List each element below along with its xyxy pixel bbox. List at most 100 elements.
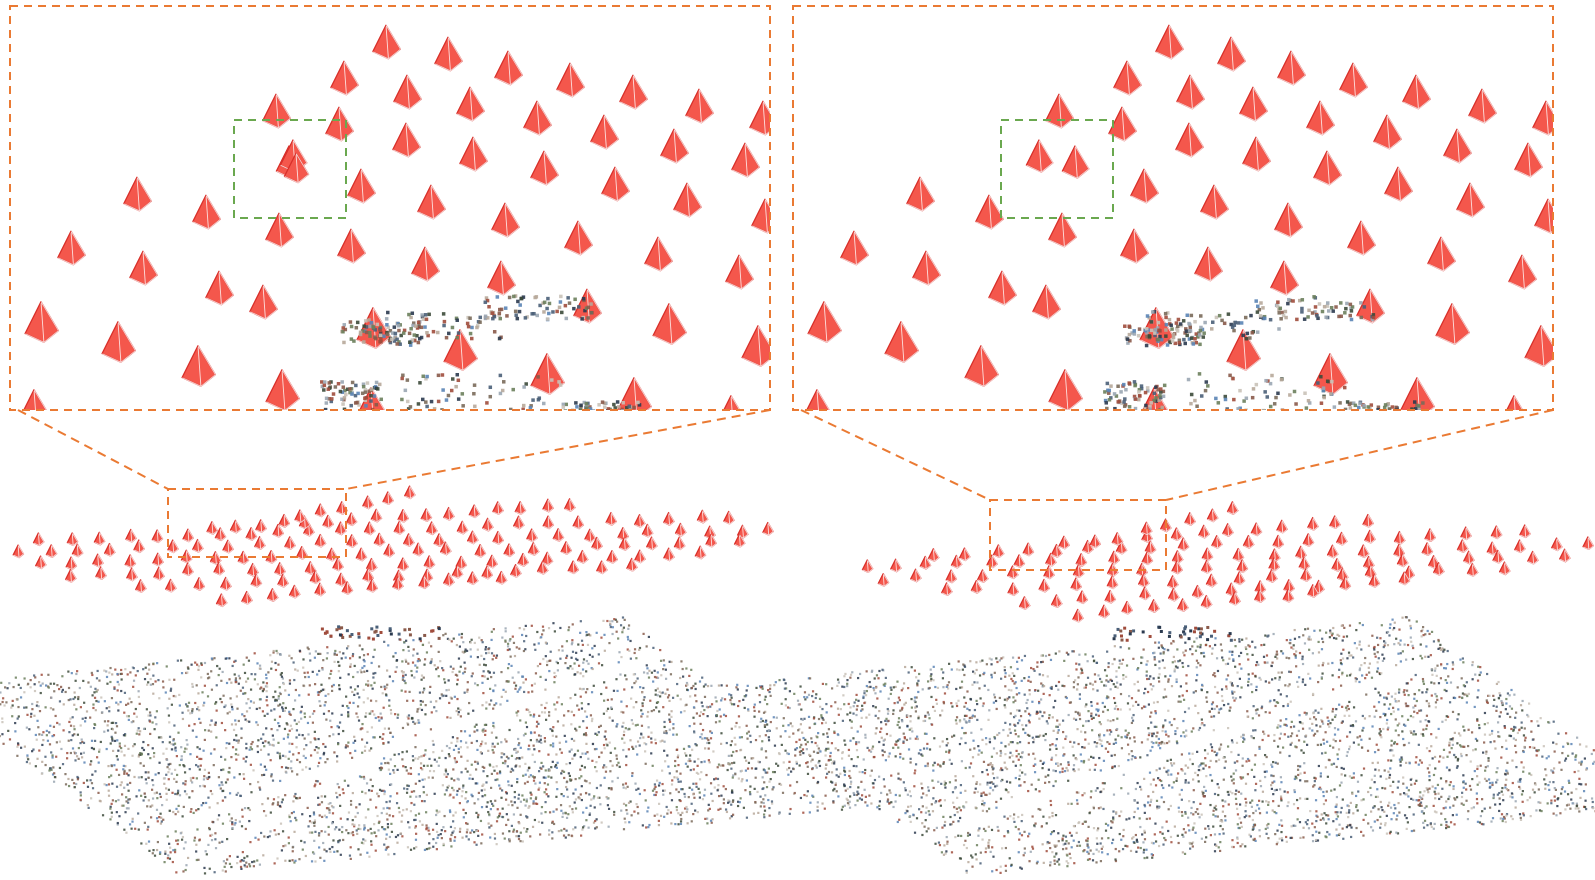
camera-frustum-icon <box>1076 590 1089 605</box>
camera-frustum-icon <box>192 194 222 230</box>
camera-frustum-icon <box>910 568 922 583</box>
camera-frustum-icon <box>182 528 194 543</box>
camera-frustum-icon <box>153 566 165 581</box>
camera-frustum-icon <box>927 548 940 562</box>
camera-frustum-icon <box>992 544 1005 559</box>
camera-frustum-icon <box>840 230 870 266</box>
camera-frustum-icon <box>1111 532 1124 546</box>
inset-content <box>806 24 1553 410</box>
camera-frustum-icon <box>1242 136 1272 172</box>
camera-frustum-icon <box>23 389 47 410</box>
camera-frustum-icon <box>1201 559 1213 574</box>
camera-frustum-icon <box>1176 74 1206 110</box>
camera-frustum-icon <box>215 593 228 608</box>
camera-frustum-icon <box>393 520 406 535</box>
camera-frustum-icon <box>1007 582 1020 597</box>
camera-frustum-icon <box>513 515 525 530</box>
camera-frustum-icon <box>986 554 998 569</box>
camera-frustum-icon <box>617 527 629 541</box>
camera-frustum-icon <box>1022 542 1035 557</box>
camera-frustum-icon <box>1171 560 1183 575</box>
camera-frustum-icon <box>1025 139 1054 173</box>
camera-frustum-icon <box>412 542 425 557</box>
camera-frustum-icon <box>1456 539 1469 553</box>
camera-frustum-icon <box>124 554 137 568</box>
camera-frustum-icon <box>1460 526 1472 541</box>
camera-frustum-icon <box>1326 544 1339 559</box>
camera-frustum-icon <box>241 590 253 605</box>
camera-frustum-icon <box>964 345 1000 387</box>
camera-frustum-icon <box>1139 586 1151 601</box>
camera-frustum-icon <box>1194 246 1224 282</box>
camera-frustum-icon <box>1402 74 1432 110</box>
camera-frustum-icon <box>564 498 576 512</box>
camera-frustum-icon <box>1331 558 1344 572</box>
camera-frustum-icon <box>152 552 164 567</box>
camera-frustum-icon <box>245 527 258 541</box>
camera-frustum-icon <box>192 538 204 553</box>
camera-frustum-icon <box>1130 168 1160 204</box>
camera-frustum-icon <box>92 553 104 568</box>
camera-frustum-icon <box>663 547 675 562</box>
camera-frustum-icon <box>1268 557 1280 572</box>
camera-frustum-icon <box>884 321 920 363</box>
camera-frustum-icon <box>451 564 464 579</box>
camera-frustum-icon <box>1307 584 1319 598</box>
camera-frustum-icon <box>1527 550 1539 565</box>
camera-frustum-icon <box>1045 552 1057 567</box>
camera-frustum-icon <box>673 182 703 218</box>
camera-frustum-icon <box>433 533 446 548</box>
camera-frustum-icon <box>220 576 232 591</box>
camera-frustum-icon <box>213 561 225 576</box>
camera-frustum-icon <box>1302 533 1315 547</box>
left-overview-view <box>12 485 774 608</box>
camera-frustum-icon <box>1217 36 1247 72</box>
camera-frustum-icon <box>584 528 596 543</box>
camera-frustum-icon <box>309 570 322 585</box>
inset-zoom-border <box>792 5 1554 411</box>
camera-frustum-icon <box>57 230 87 266</box>
camera-frustum-icon <box>1466 562 1479 577</box>
camera-frustum-icon <box>1167 587 1180 602</box>
camera-frustum-icon <box>392 576 404 591</box>
camera-frustum-icon <box>1362 513 1374 528</box>
camera-frustum-icon <box>495 570 508 585</box>
camera-frustum-icon <box>439 541 452 556</box>
camera-frustum-icon <box>1347 220 1377 256</box>
camera-frustum-icon <box>1200 184 1230 220</box>
camera-frustum-icon <box>250 573 263 588</box>
camera-frustum-icon <box>1400 377 1436 410</box>
camera-frustum-icon <box>1206 508 1219 523</box>
camera-frustum-icon <box>418 575 430 590</box>
camera-frustum-icon <box>685 88 715 124</box>
camera-frustum-icon <box>362 495 374 510</box>
camera-frustum-icon <box>807 301 843 343</box>
camera-frustum-icon <box>906 176 936 212</box>
camera-frustum-icon <box>674 522 687 537</box>
left-inset-zoom-view <box>9 5 771 411</box>
camera-frustum-icon <box>397 557 409 572</box>
camera-frustum-icon <box>103 542 116 557</box>
camera-frustum-icon <box>696 509 709 524</box>
camera-frustum-icon <box>1368 574 1381 588</box>
camera-frustum-icon <box>466 530 479 545</box>
camera-frustum-icon <box>762 521 774 536</box>
camera-frustum-icon <box>1357 544 1370 559</box>
camera-frustum-icon <box>373 532 386 547</box>
camera-frustum-icon <box>123 176 153 212</box>
camera-frustum-icon <box>890 558 902 573</box>
right-panel <box>717 5 1595 874</box>
camera-frustum-icon <box>1075 553 1088 567</box>
camera-frustum-icon <box>392 122 422 158</box>
camera-frustum-icon <box>296 545 308 560</box>
camera-frustum-icon <box>749 100 770 136</box>
camera-frustum-icon <box>468 504 481 519</box>
camera-frustum-icon <box>541 551 554 566</box>
camera-frustum-icon <box>1274 202 1304 238</box>
camera-frustum-icon <box>552 528 565 542</box>
camera-frustum-icon <box>1519 524 1531 539</box>
camera-frustum-icon <box>1329 515 1341 530</box>
camera-frustum-icon <box>1384 166 1414 202</box>
camera-frustum-icon <box>135 579 147 593</box>
